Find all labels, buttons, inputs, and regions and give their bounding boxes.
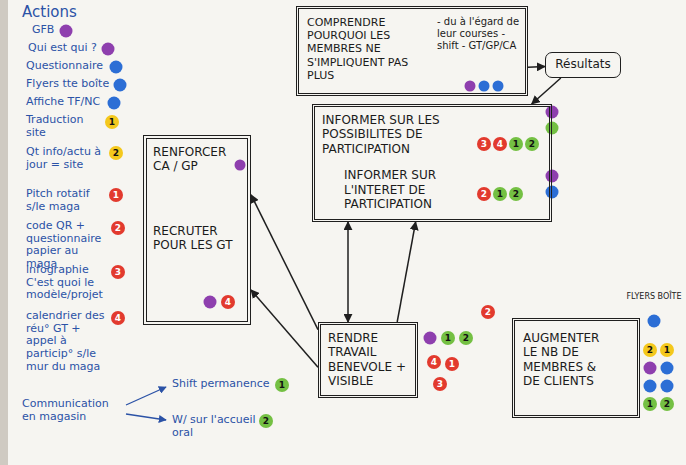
blue-dot [661, 362, 674, 375]
table-edge [0, 0, 8, 465]
note-text: Traduction site [26, 114, 100, 139]
callout-number: 1 [275, 378, 289, 392]
note-text: Shift permanence [172, 378, 272, 391]
purple-dot [546, 170, 559, 183]
arrow-connector [347, 222, 349, 322]
callout-number: 2 [481, 305, 495, 319]
purple-dot [465, 81, 476, 92]
callout-number: 2 [643, 343, 657, 357]
callout-number: 3 [111, 265, 125, 279]
note-text: code QR + questionnaire papier au maga [26, 220, 108, 271]
note-text: Questionnaire [26, 60, 112, 73]
arrow-connector [532, 78, 561, 104]
blue-dot [493, 81, 504, 92]
note-text: Affiche TF/NC [26, 96, 112, 109]
blue-dot [644, 380, 657, 393]
note-text: W/ sur l'accueil oral [172, 414, 256, 439]
purple-dot [204, 296, 217, 309]
callout-number: 2 [477, 187, 491, 201]
note-text: calendrier des réu° GT + appel à partici… [26, 310, 108, 373]
callout-number: 1 [445, 357, 459, 371]
callout-number: 1 [660, 343, 674, 357]
callout-number: 2 [525, 137, 539, 151]
note-text: GFB [32, 24, 72, 37]
purple-dot [546, 106, 559, 119]
arrow-connector [251, 195, 318, 330]
box-text: RENDRE TRAVAIL BENEVOLE + VISIBLE [328, 331, 412, 389]
callout-number: 2 [660, 397, 674, 411]
process-box: AUGMENTER LE NB DE MEMBRES & DE CLIENTS [512, 318, 640, 418]
process-box: RENFORCER CA / GP RECRUTER POUR LES GT [143, 135, 251, 325]
callout-number: 4 [427, 355, 441, 369]
arrow-connector [397, 222, 415, 322]
note-text: Flyers tte boîte [26, 78, 116, 91]
box-text: Résultats [550, 57, 616, 71]
process-box: COMPRENDRE POURQUOI LES MEMBRES NE S'IMP… [296, 6, 528, 96]
leader-arrow [126, 414, 166, 420]
process-box: RENDRE TRAVAIL BENEVOLE + VISIBLE [318, 322, 418, 398]
callout-number: 1 [441, 331, 455, 345]
note-text: Qt info/actu à jour = site [26, 146, 108, 171]
callout-number: 2 [109, 146, 123, 160]
note-text: Pitch rotatif s/le maga [26, 188, 108, 213]
box-text: RENFORCER CA / GP [153, 145, 231, 174]
blue-dot [108, 97, 121, 110]
purple-dot [644, 362, 657, 375]
callout-number: 1 [109, 188, 123, 202]
box-text: - du à l'égard de leur courses - shift -… [437, 16, 521, 52]
purple-dot [60, 25, 73, 38]
marker-dots [60, 25, 674, 393]
green-dot [546, 122, 559, 135]
note-text: Qui est qui ? [28, 42, 104, 55]
process-box: INFORMER SUR LES POSSIBILITES DE PARTICI… [312, 104, 552, 222]
note-text: FLYERS BOÎTE [626, 292, 682, 301]
blue-dot [661, 380, 674, 393]
note-text: Communication en magasin [22, 398, 118, 423]
callout-number: 2 [111, 221, 125, 235]
blue-dot [546, 186, 559, 199]
callout-number: 3 [477, 137, 491, 151]
arrow-connector [528, 66, 545, 68]
callout-number: 3 [433, 377, 447, 391]
blue-dot [479, 81, 490, 92]
box-text: AUGMENTER LE NB DE MEMBRES & DE CLIENTS [523, 331, 613, 389]
note-text: infographie C'est quoi le modèle/projet [26, 264, 108, 302]
callout-number: 1 [493, 187, 507, 201]
callout-number: 1 [105, 115, 119, 129]
arrow-connector [251, 290, 318, 367]
callout-number: 1 [643, 397, 657, 411]
box-text: INFORMER SUR LES POSSIBILITES DE PARTICI… [322, 113, 472, 156]
callout-number: 2 [259, 414, 273, 428]
process-box: Résultats [545, 52, 621, 78]
box-text: COMPRENDRE POURQUOI LES MEMBRES NE S'IMP… [307, 16, 431, 82]
purple-dot [424, 332, 437, 345]
note-text: Actions [22, 4, 112, 21]
purple-dot [102, 43, 115, 56]
callout-number: 2 [459, 331, 473, 345]
callout-number: 4 [221, 295, 235, 309]
box-text: RECRUTER POUR LES GT [153, 224, 233, 253]
callout-number: 1 [509, 137, 523, 151]
blue-dot [114, 79, 127, 92]
callout-number: 4 [493, 137, 507, 151]
purple-dot [235, 160, 246, 171]
blue-dot [110, 61, 123, 74]
box-text: INFORMER SUR L'INTERET DE PARTICIPATION [344, 168, 472, 211]
blue-dot [648, 315, 661, 328]
leader-arrow [126, 387, 166, 405]
callout-number: 4 [111, 311, 125, 325]
callout-number: 2 [509, 187, 523, 201]
